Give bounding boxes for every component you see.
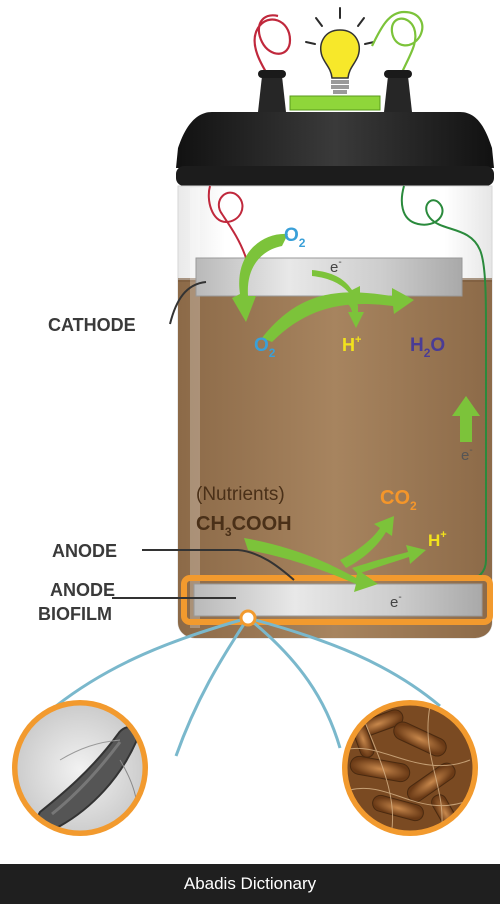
electron-flow-arrow [452, 396, 480, 442]
wire-red-top [253, 14, 292, 83]
anode-leader-line [142, 549, 295, 581]
cathode-label: CATHODE [48, 315, 136, 335]
proton-cathode-label: H+ [342, 334, 361, 355]
wire-green-inside [400, 185, 487, 581]
cathode-electron-label: e- [330, 257, 342, 276]
light-bulb-icon [289, 7, 381, 111]
acetate-label: CH3COOH [196, 513, 292, 539]
biofilm-focus-point [239, 609, 257, 627]
anode-biofilm-label-line2: BIOFILM [38, 604, 112, 624]
anode-electron-label: e- [390, 592, 402, 611]
footer-text: Abadis Dictionary [183, 874, 317, 893]
carbon-dioxide-label: CO2 [380, 487, 417, 513]
water-label: H2O [410, 335, 445, 360]
cell-lid [176, 70, 494, 186]
cathode-reaction-arrows [232, 233, 414, 342]
anode-biofilm-outline [181, 575, 493, 625]
bacterium-micrograph-inset [12, 700, 148, 836]
anode-reaction-arrows [244, 516, 426, 592]
biofilm-sem-inset [342, 700, 478, 836]
anode-biofilm-label-line1: ANODE [50, 580, 115, 600]
wire-red-inside [207, 185, 247, 259]
anode-electrode [193, 583, 483, 617]
nutrients-label: (Nutrients) [196, 484, 285, 505]
magnification-lines [55, 616, 441, 757]
side-electron-label: e- [461, 445, 473, 464]
oxygen-reduced-label: O2 [254, 335, 276, 360]
oxygen-top-label: O2 [284, 225, 306, 250]
cathode-leader-line [169, 281, 207, 325]
footer-bar: Abadis Dictionary [0, 864, 500, 904]
anode-label: ANODE [52, 541, 117, 561]
wire-green-top [371, 10, 424, 83]
proton-anode-label: H+ [428, 529, 447, 550]
